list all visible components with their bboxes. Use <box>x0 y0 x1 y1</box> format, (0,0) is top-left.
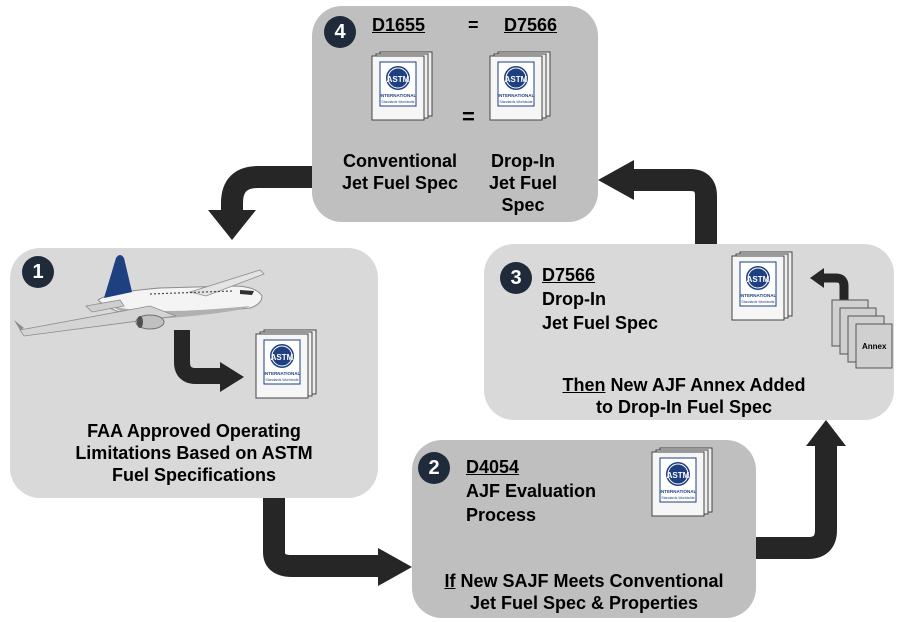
astm-logo-sub: INTERNATIONAL <box>498 93 535 98</box>
step-4-left-line: Conventional <box>342 151 457 171</box>
astm-document-icon: ASTM INTERNATIONAL Standards Worldwide <box>368 50 434 122</box>
arrow-3-to-4 <box>630 169 717 244</box>
airplane-icon <box>14 255 265 337</box>
step-4-doc-equals: = <box>462 104 475 129</box>
step-3-badge: 3 <box>500 262 532 294</box>
arrow-2-to-3 <box>756 442 837 559</box>
step-2-cond-line2: Jet Fuel Spec & Properties <box>469 593 699 613</box>
astm-logo-sub: INTERNATIONAL <box>380 93 417 98</box>
step-4-right-caption: Drop-In Jet Fuel Spec <box>478 150 568 216</box>
annex-label: Annex <box>862 342 887 351</box>
step-4-equals: = <box>468 15 479 35</box>
astm-logo-tagline: Standards Worldwide <box>499 100 532 104</box>
step-1-caption-line: Fuel Specifications <box>111 465 277 485</box>
astm-logo-text: ASTM <box>271 353 294 362</box>
step-2-title-line: Process <box>466 505 537 525</box>
arrowhead-annex-to-doc <box>810 268 824 288</box>
step-1-badge: 1 <box>22 256 54 288</box>
arrow-1-to-2 <box>263 498 382 577</box>
step-4-badge: 4 <box>324 16 356 48</box>
astm-logo-text: ASTM <box>387 75 410 84</box>
step-4-code-right: D7566 <box>504 15 558 35</box>
arrowhead-4-to-1 <box>208 210 256 240</box>
step-3-then-line2: to Drop-In Fuel Spec <box>595 397 772 417</box>
arrow-4-to-1 <box>221 166 312 214</box>
arrowhead-plane-to-doc <box>220 362 244 392</box>
astm-logo-tagline: Standards Worldwide <box>381 100 414 104</box>
astm-logo-tagline: Standards Worldwide <box>265 378 298 382</box>
astm-document-icon: ASTM INTERNATIONAL Standards Worldwide <box>728 250 794 322</box>
step-2-title-line: AJF Evaluation <box>466 481 597 501</box>
astm-document-icon: ASTM INTERNATIONAL Standards Worldwide <box>252 328 318 400</box>
step-2-cond-rest: New SAJF Meets Conventional <box>455 571 724 591</box>
step-4-right-line: Spec <box>501 195 545 215</box>
step-1-caption-line: FAA Approved Operating <box>87 421 301 441</box>
step-3-box <box>484 244 894 420</box>
step-2-badge: 2 <box>418 452 450 484</box>
astm-logo-sub: INTERNATIONAL <box>660 489 697 494</box>
step-4-left-line: Jet Fuel Spec <box>341 173 459 193</box>
arrowhead-1-to-2 <box>378 548 412 586</box>
step-3-then-rest: New AJF Annex Added <box>605 375 806 395</box>
annex-document-icon: Annex <box>830 298 896 370</box>
arrowhead-2-to-3 <box>806 420 846 446</box>
step-4-left-caption: Conventional Jet Fuel Spec <box>332 150 468 194</box>
step-3-title-line: Jet Fuel Spec <box>542 313 659 333</box>
step-2-condition-caption: If New SAJF Meets Conventional Jet Fuel … <box>412 570 756 614</box>
astm-logo-tagline: Standards Worldwide <box>741 300 774 304</box>
astm-logo-sub: INTERNATIONAL <box>264 371 301 376</box>
step-3-title-line: Drop-In <box>542 289 606 309</box>
step-3-then-lead: Then <box>562 375 606 395</box>
astm-logo-text: ASTM <box>505 75 528 84</box>
arrowhead-3-to-4 <box>598 160 634 200</box>
astm-document-icon: ASTM INTERNATIONAL Standards Worldwide <box>648 446 714 518</box>
arrow-plane-to-doc <box>174 330 222 384</box>
step-4-right-line: Drop-In <box>491 151 555 171</box>
step-2-code: D4054 <box>466 457 520 477</box>
arrow-annex-to-doc <box>822 273 849 300</box>
step-4-right-line: Jet Fuel <box>488 173 558 193</box>
step-3-code: D7566 <box>542 265 596 285</box>
astm-document-icon: ASTM INTERNATIONAL Standards Worldwide <box>486 50 552 122</box>
step-1-caption-line: Limitations Based on ASTM <box>75 443 313 463</box>
step-1-caption: FAA Approved Operating Limitations Based… <box>14 420 374 486</box>
astm-logo-text: ASTM <box>747 275 770 284</box>
step-4-code-left: D1655 <box>372 15 426 35</box>
astm-logo-sub: INTERNATIONAL <box>740 293 777 298</box>
step-3-then-caption: Then New AJF Annex Added to Drop-In Fuel… <box>488 374 880 418</box>
astm-logo-tagline: Standards Worldwide <box>661 496 694 500</box>
step-2-cond-lead: If <box>444 571 456 591</box>
astm-logo-text: ASTM <box>667 471 690 480</box>
